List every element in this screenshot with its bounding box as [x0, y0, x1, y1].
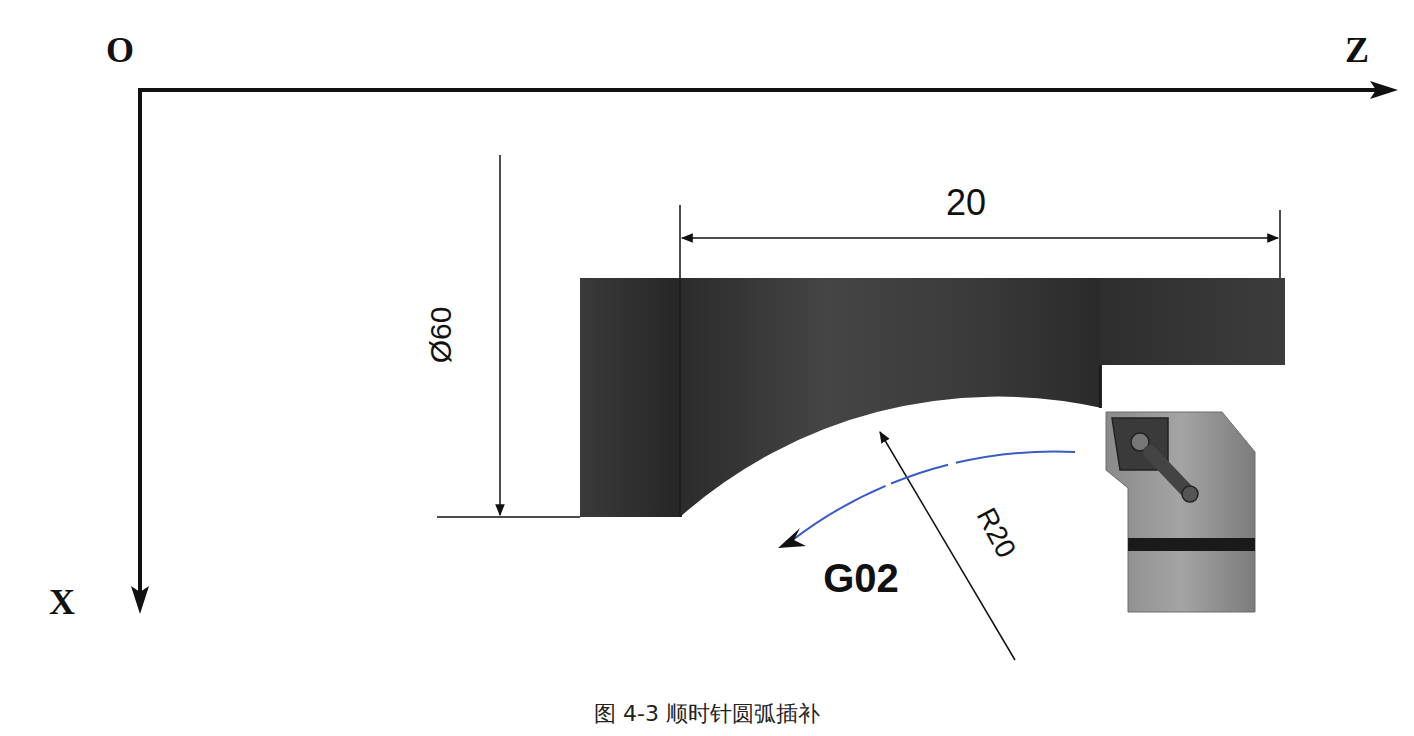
clamp-lever: [1150, 452, 1188, 492]
figure-caption: 图 4-3 顺时针圆弧插补: [594, 699, 820, 729]
dimension-diameter: [437, 155, 580, 517]
x-axis-label: X: [49, 584, 75, 620]
workpiece-flange: [580, 278, 682, 517]
gcode-label: G02: [823, 558, 899, 598]
cutting-tool: [1106, 412, 1255, 612]
origin-label: O: [106, 32, 134, 68]
g02-arrowhead: [778, 528, 806, 548]
z-axis: [140, 88, 1378, 92]
z-arrowhead: [1370, 81, 1398, 99]
flange-edge: [679, 278, 681, 517]
length-dimension: 20: [946, 185, 986, 221]
workpiece: [580, 278, 1285, 517]
z-axis-label: Z: [1345, 32, 1369, 68]
x-axis: [138, 88, 142, 595]
workpiece-step: [1100, 278, 1285, 365]
g02-path-arc: [790, 451, 1075, 542]
axes: [131, 81, 1398, 614]
step-edge: [1099, 365, 1101, 408]
workpiece-arc-body: [680, 278, 1102, 517]
radius-dimension: R20: [972, 504, 1021, 563]
x-arrowhead: [131, 586, 149, 614]
diameter-dimension: Ø60: [426, 307, 456, 364]
